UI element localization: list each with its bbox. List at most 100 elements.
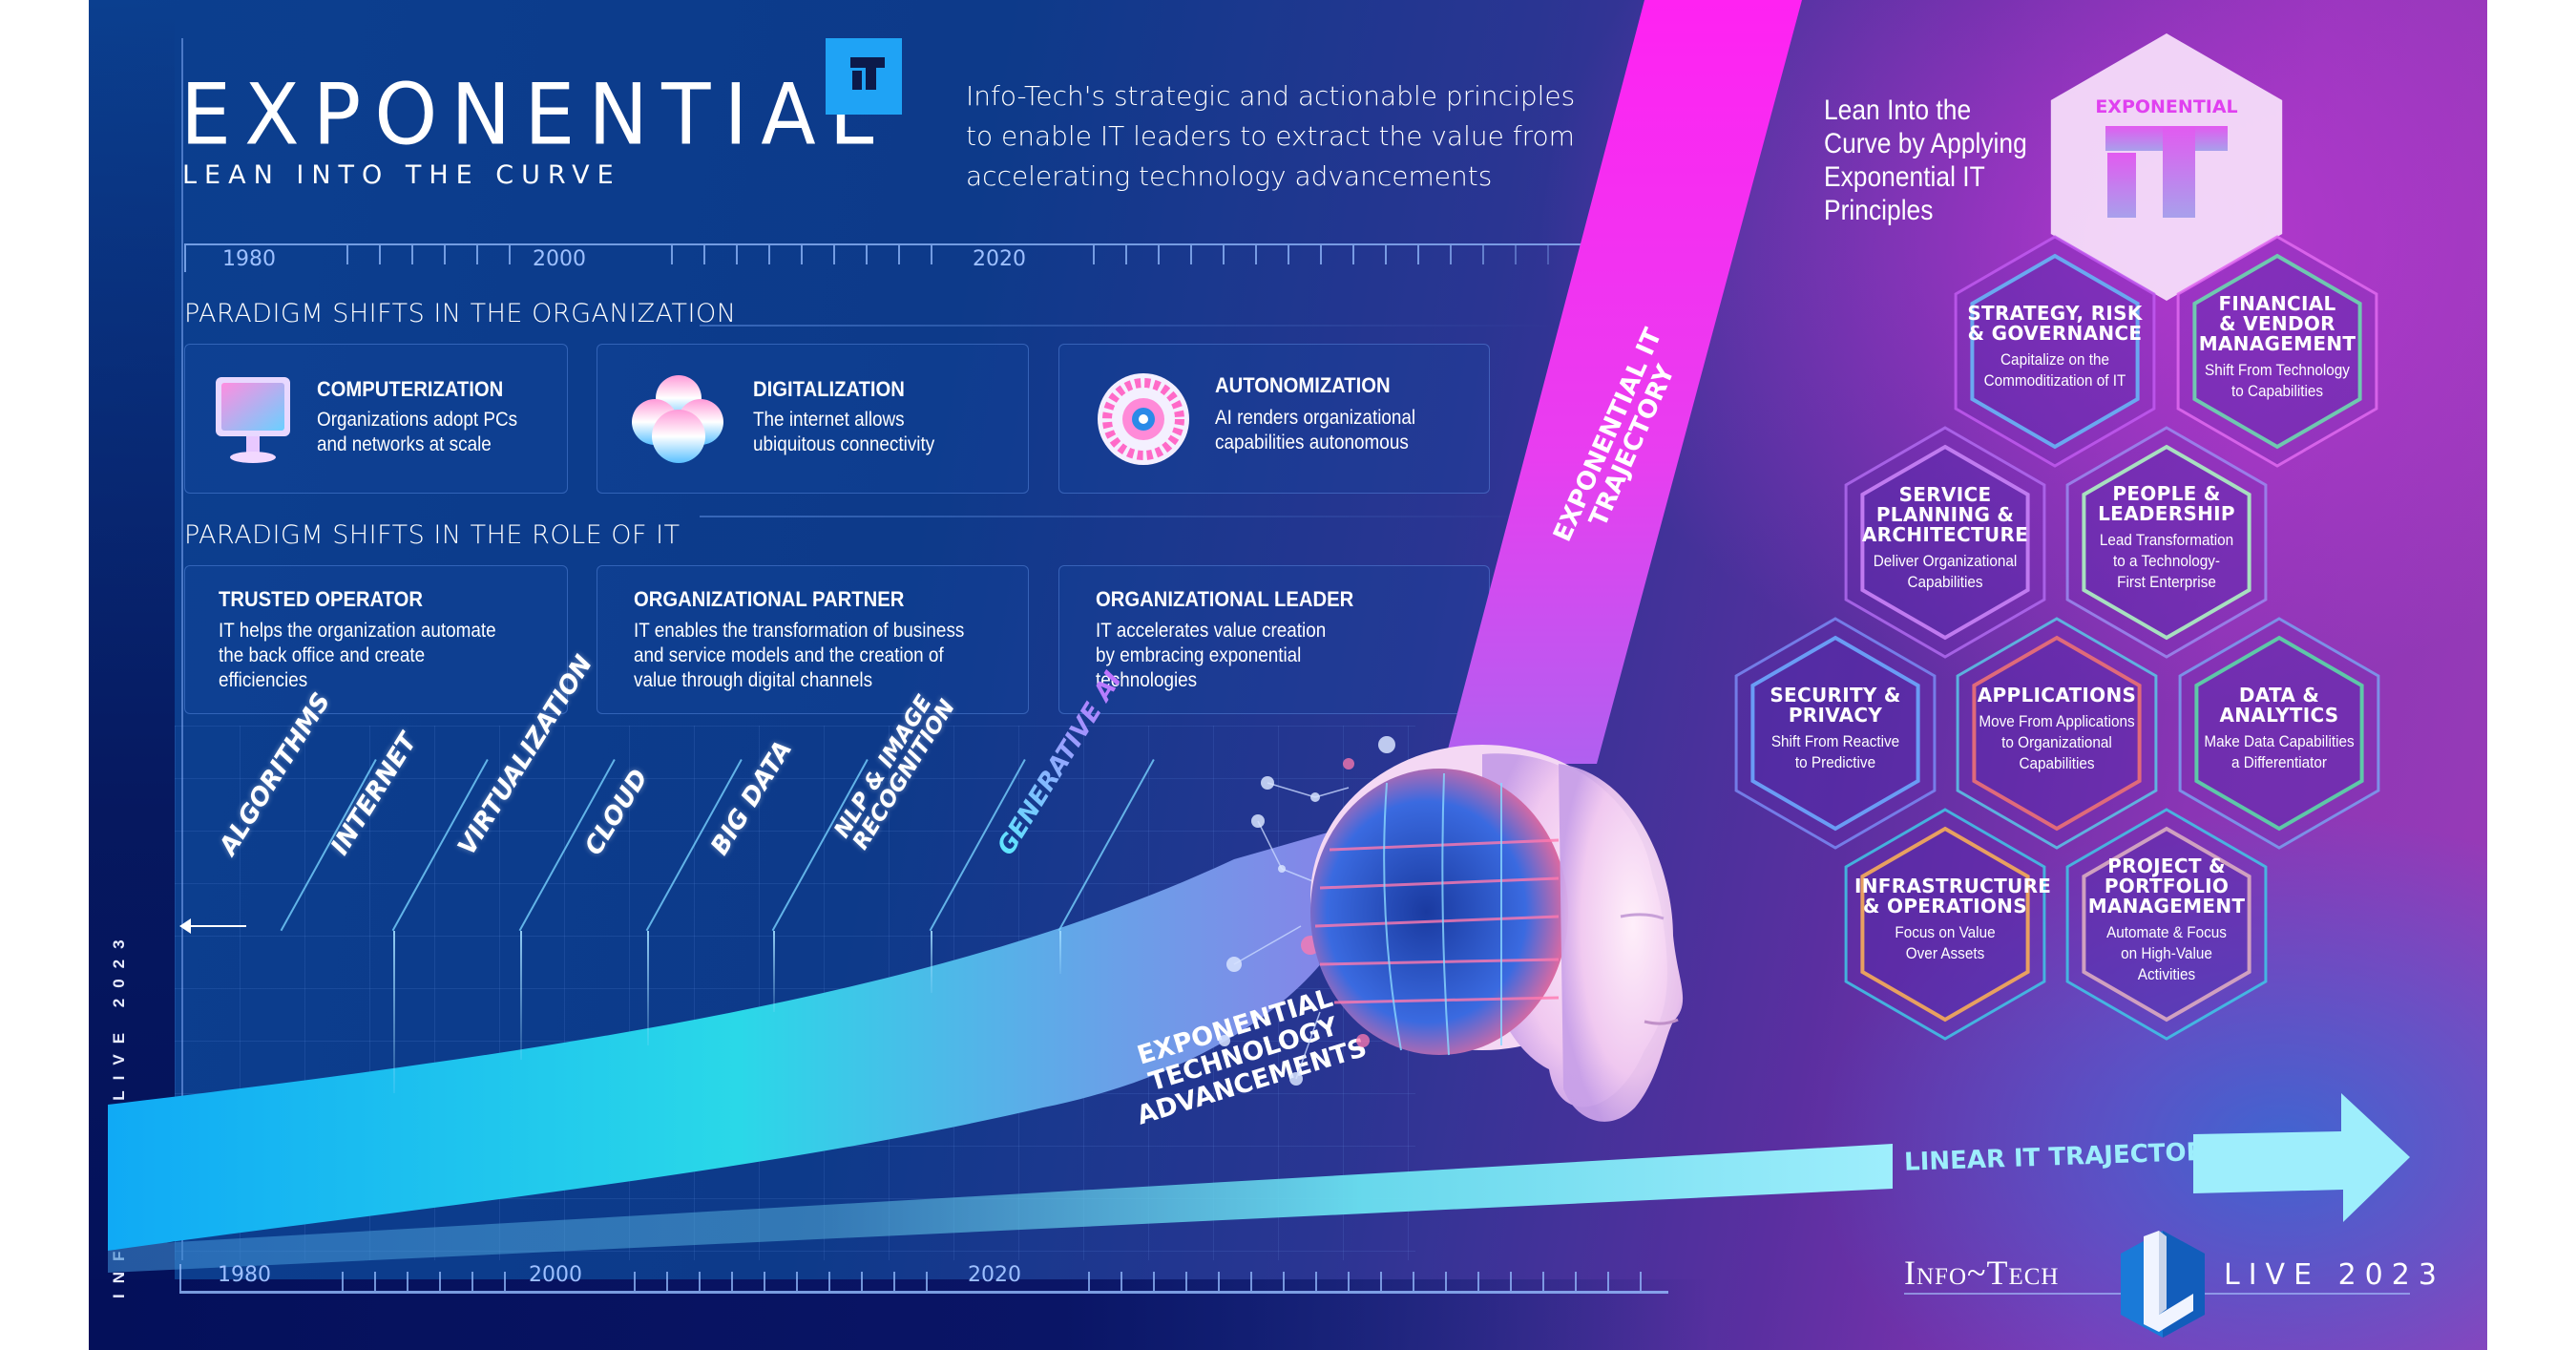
- hexagon-outer-cell: [1954, 235, 2156, 468]
- timeline-tick: [1190, 245, 1192, 264]
- timeline-tick: [1185, 1272, 1187, 1291]
- timeline-tick: [703, 245, 705, 264]
- timeline-year-label: 2020: [968, 1263, 1021, 1287]
- timeline-tick: [504, 1272, 506, 1291]
- timeline-tick: [1088, 1272, 1090, 1291]
- timeline-tick: [407, 1272, 408, 1291]
- card-title: DIGITALIZATION: [753, 377, 905, 401]
- timeline-tick: [1352, 245, 1354, 264]
- timeline-tick: [1450, 245, 1452, 264]
- principle-description: Focus on Value Over Assets: [1895, 923, 1996, 962]
- timeline-tick: [1385, 245, 1387, 264]
- card-text: AI renders organizational capabilities a…: [1215, 407, 1416, 454]
- principle-description: Capitalize on the Commoditization of IT: [1983, 350, 2126, 390]
- card-text: The internet allows ubiquitous connectiv…: [753, 409, 935, 455]
- timeline-tick: [346, 245, 348, 264]
- ai-sphere-icon: [1098, 373, 1189, 465]
- card-title: ORGANIZATIONAL LEADER: [1096, 587, 1354, 611]
- principle-title: INFRASTRUCTURE & OPERATIONS: [1854, 875, 2052, 918]
- timeline-tick: [1125, 245, 1127, 264]
- timeline-tick: [439, 1272, 441, 1291]
- organization-heading: PARADIGM SHIFTS IN THE ORGANIZATION: [184, 299, 737, 328]
- timeline-tick: [828, 1272, 830, 1291]
- card-organizational-leader: ORGANIZATIONAL LEADER IT accelerates val…: [1058, 565, 1490, 714]
- timeline-tick: [184, 245, 186, 272]
- header-description: Info-Tech's strategic and actionable pri…: [966, 80, 1576, 192]
- principle-title: SERVICE PLANNING & ARCHITECTURE: [1861, 482, 2029, 546]
- card-organizational-partner: ORGANIZATIONAL PARTNER IT enables the tr…: [597, 565, 1029, 714]
- live-2023-wordmark: LIVE 2023: [2224, 1258, 2445, 1292]
- principle-hexagon: [2082, 826, 2251, 1023]
- timeline-tick: [1477, 1272, 1479, 1291]
- timeline-tick: [1218, 1272, 1220, 1291]
- timeline-tick: [861, 1272, 863, 1291]
- timeline-tick: [1510, 1272, 1512, 1291]
- timeline-tick: [764, 1272, 765, 1291]
- timeline-tick: [1223, 245, 1225, 264]
- card-autonomization: AUTONOMIZATION AI renders organizational…: [1058, 344, 1490, 494]
- timeline-tick: [1348, 1272, 1350, 1291]
- technology-vertical-line: [931, 931, 932, 993]
- timeline-tick: [509, 245, 511, 264]
- role-of-it-heading-rule: [700, 516, 1559, 517]
- timeline-tick: [1575, 1272, 1577, 1291]
- timeline-tick: [731, 1272, 733, 1291]
- timeline-tick: [893, 1272, 895, 1291]
- technology-vertical-line: [520, 931, 522, 1060]
- cloud-icon: [632, 375, 723, 463]
- exponential-it-trajectory-band: [108, 0, 2410, 1273]
- timeline-tick: [476, 245, 478, 264]
- principle-hexagon: [2194, 635, 2364, 832]
- exponential-it-band-shape: [1444, 0, 1802, 764]
- principle-title: APPLICATIONS: [1977, 683, 2137, 707]
- hexagon-outer-cell: [2178, 617, 2380, 850]
- ai-head-illustration: [1219, 736, 1684, 1122]
- principle-hexagon: [2192, 253, 2362, 450]
- timeline-tick: [1320, 245, 1322, 264]
- timeline-tick: [374, 1272, 376, 1291]
- technology-vertical-line: [393, 931, 395, 1093]
- organization-heading-rule: [700, 325, 1559, 327]
- principle-description: Lead Transformation to a Technology- Fir…: [2099, 531, 2234, 591]
- main-subtitle: LEAN INTO THE CURVE: [182, 160, 621, 190]
- hexagon-outer-cell: [1734, 617, 1937, 850]
- principle-title: STRATEGY, RISK & GOVERNANCE: [1967, 302, 2143, 345]
- principle-title: DATA & ANALYTICS: [2219, 684, 2339, 727]
- role-of-it-heading: PARADIGM SHIFTS IN THE ROLE OF IT: [184, 520, 681, 550]
- principle-title: SECURITY & PRIVACY: [1770, 684, 1901, 727]
- timeline-tick: [444, 245, 446, 264]
- timeline-tick: [801, 245, 803, 264]
- principle-description: Shift From Reactive to Predictive: [1770, 732, 1900, 771]
- principle-description: Make Data Capabilities a Differentiator: [2204, 732, 2355, 771]
- exponential-it-logo-icon: [2105, 126, 2228, 218]
- card-title: ORGANIZATIONAL PARTNER: [634, 587, 905, 611]
- timeline-tick: [898, 245, 900, 264]
- timeline-tick: [1158, 245, 1160, 264]
- card-text: IT enables the transformation of busines…: [634, 620, 965, 691]
- timeline-tick: [1542, 1272, 1544, 1291]
- principle-hexagon-text: DATA & ANALYTICS Make Data Capabilities a…: [2189, 686, 2370, 773]
- hexagon-outer-cell: [2065, 808, 2268, 1041]
- principle-description: Automate & Focus on High-Value Activitie…: [2106, 922, 2227, 983]
- principle-hexagon: [2082, 444, 2251, 641]
- card-title: COMPUTERIZATION: [317, 377, 504, 401]
- timeline-tick: [1283, 1272, 1285, 1291]
- infotech-live-logo-icon: [2121, 1231, 2205, 1338]
- card-title: AUTONOMIZATION: [1215, 373, 1391, 397]
- timeline-tick: [179, 1264, 181, 1291]
- card-text: IT accelerates value creation by embraci…: [1096, 620, 1327, 691]
- exponential-tech-band-shape: [108, 821, 1370, 1251]
- timeline-year-label: 2000: [529, 1263, 582, 1287]
- timeline-tick: [1413, 1272, 1414, 1291]
- timeline-tick: [1250, 1272, 1252, 1291]
- card-title: TRUSTED OPERATOR: [219, 587, 424, 611]
- hexagon-outer-cell: [1956, 617, 2158, 850]
- timeline-tick: [1640, 1272, 1642, 1291]
- principle-description: Move From Applications to Organizational…: [1979, 711, 2135, 772]
- timeline-tick: [671, 245, 673, 264]
- it-badge-logo: [826, 38, 902, 115]
- principle-hexagon-text: STRATEGY, RISK & GOVERNANCE Capitalize on…: [1964, 304, 2146, 391]
- timeline-tick: [666, 1272, 668, 1291]
